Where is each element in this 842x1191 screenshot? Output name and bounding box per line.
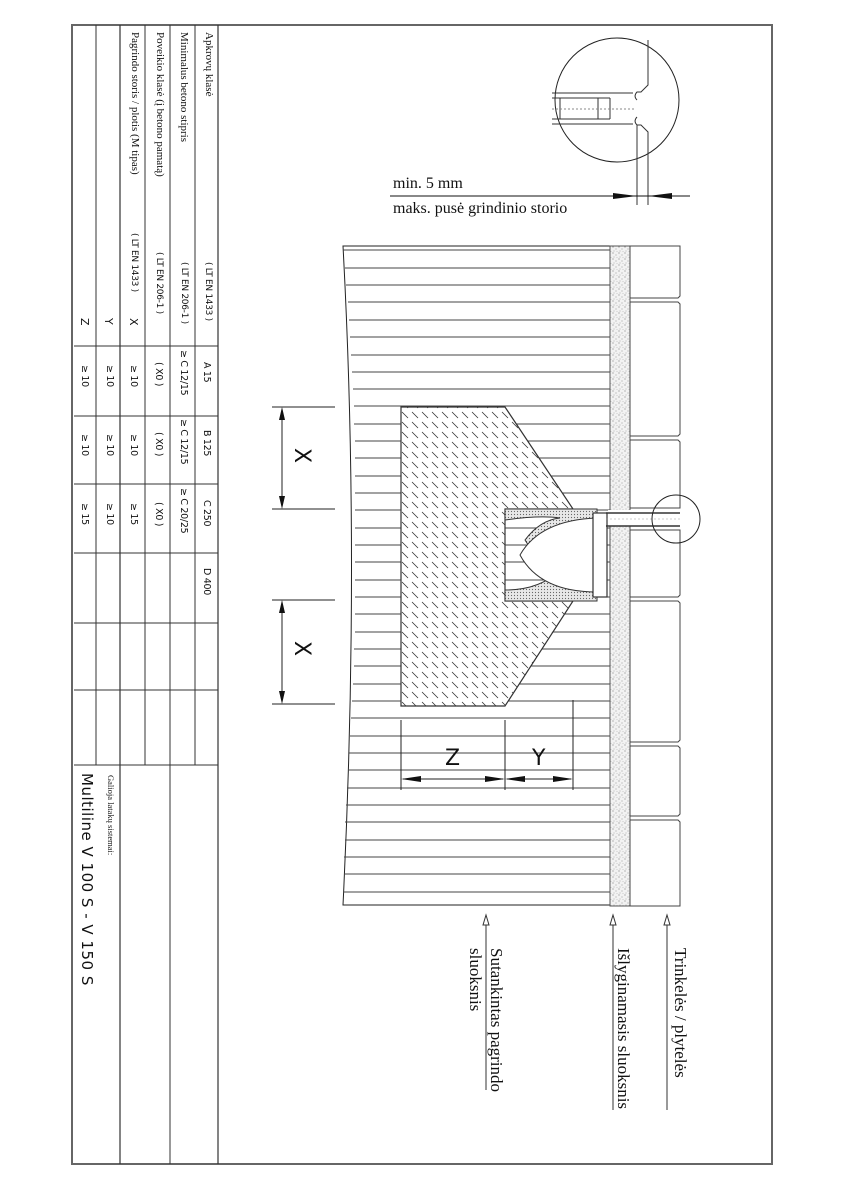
row-standard-exposure-class: ( LT EN 206-1 ) [154,252,164,314]
row-header-base-thickness: Pagrindo storis / plotis (M tipas) [129,32,141,175]
system-name: Multiline V 100 S - V 150 S [78,773,96,986]
paving-blocks [629,245,681,907]
label-base-line1: Sutankintas pagrindo [487,948,506,1093]
row-standard-concrete-strength: ( LT EN 206-1 ) [179,262,189,324]
row-sub-x: X [127,318,140,326]
row-header-exposure-class: Poveikio klasė (į betono pamatą) [154,32,166,177]
cell-exposure-c250: ( X0 ) [153,502,164,527]
dim-y: Y [532,746,546,771]
row-header-concrete-strength: Minimalus betono stipris [178,32,190,142]
label-paving: Trinkelės / plytelės [671,948,690,1078]
bedding-layer [609,245,631,907]
cell-class-c250: C 250 [201,500,212,527]
cell-exposure-b125: ( X0 ) [153,432,164,457]
cell-z-b125: ≥ 10 [79,434,90,456]
dim-x-top: X [289,448,314,463]
cell-class-d400: D 400 [201,568,212,595]
label-base-line2: sluoksnis [466,948,485,1012]
row-sub-y: Y [102,318,115,325]
cell-exposure-a15: ( X0 ) [153,362,164,387]
label-bedding: Išlyginamasis sluoksnis [614,948,633,1110]
system-caption: Galioja latakų sistemai: [106,775,116,856]
cell-x-c250: ≥ 15 [128,503,139,525]
cell-y-c250: ≥ 10 [104,503,115,525]
detail-note-max-depth: maks. pusė grindinio storio [393,200,568,217]
cell-x-a15: ≥ 10 [128,365,139,387]
cell-strength-c250: ≥ C 20/25 [178,488,189,534]
cell-strength-a15: ≥ C 12/15 [178,350,189,396]
row-sub-z: Z [78,318,91,326]
cell-strength-b125: ≥ C 12/15 [178,419,189,465]
dim-z: Z [445,746,460,771]
cell-class-a15: A 15 [201,362,212,383]
cell-y-b125: ≥ 10 [104,434,115,456]
cell-class-b125: B 125 [201,430,212,457]
row-standard-load-class: ( LT EN 1433 ) [203,262,213,321]
cell-y-a15: ≥ 10 [104,365,115,387]
row-header-load-class: Apkrovų klasė [203,32,215,97]
detail-note-min-gap: min. 5 mm [393,175,463,192]
cell-z-c250: ≥ 15 [79,503,90,525]
cell-z-a15: ≥ 10 [79,365,90,387]
cell-x-b125: ≥ 10 [128,434,139,456]
spec-table-grid [74,25,219,1164]
row-standard-base-thickness: ( LT EN 1433 ) [129,233,139,292]
dim-x-bottom: X [289,641,314,656]
detail-circle [554,37,680,163]
